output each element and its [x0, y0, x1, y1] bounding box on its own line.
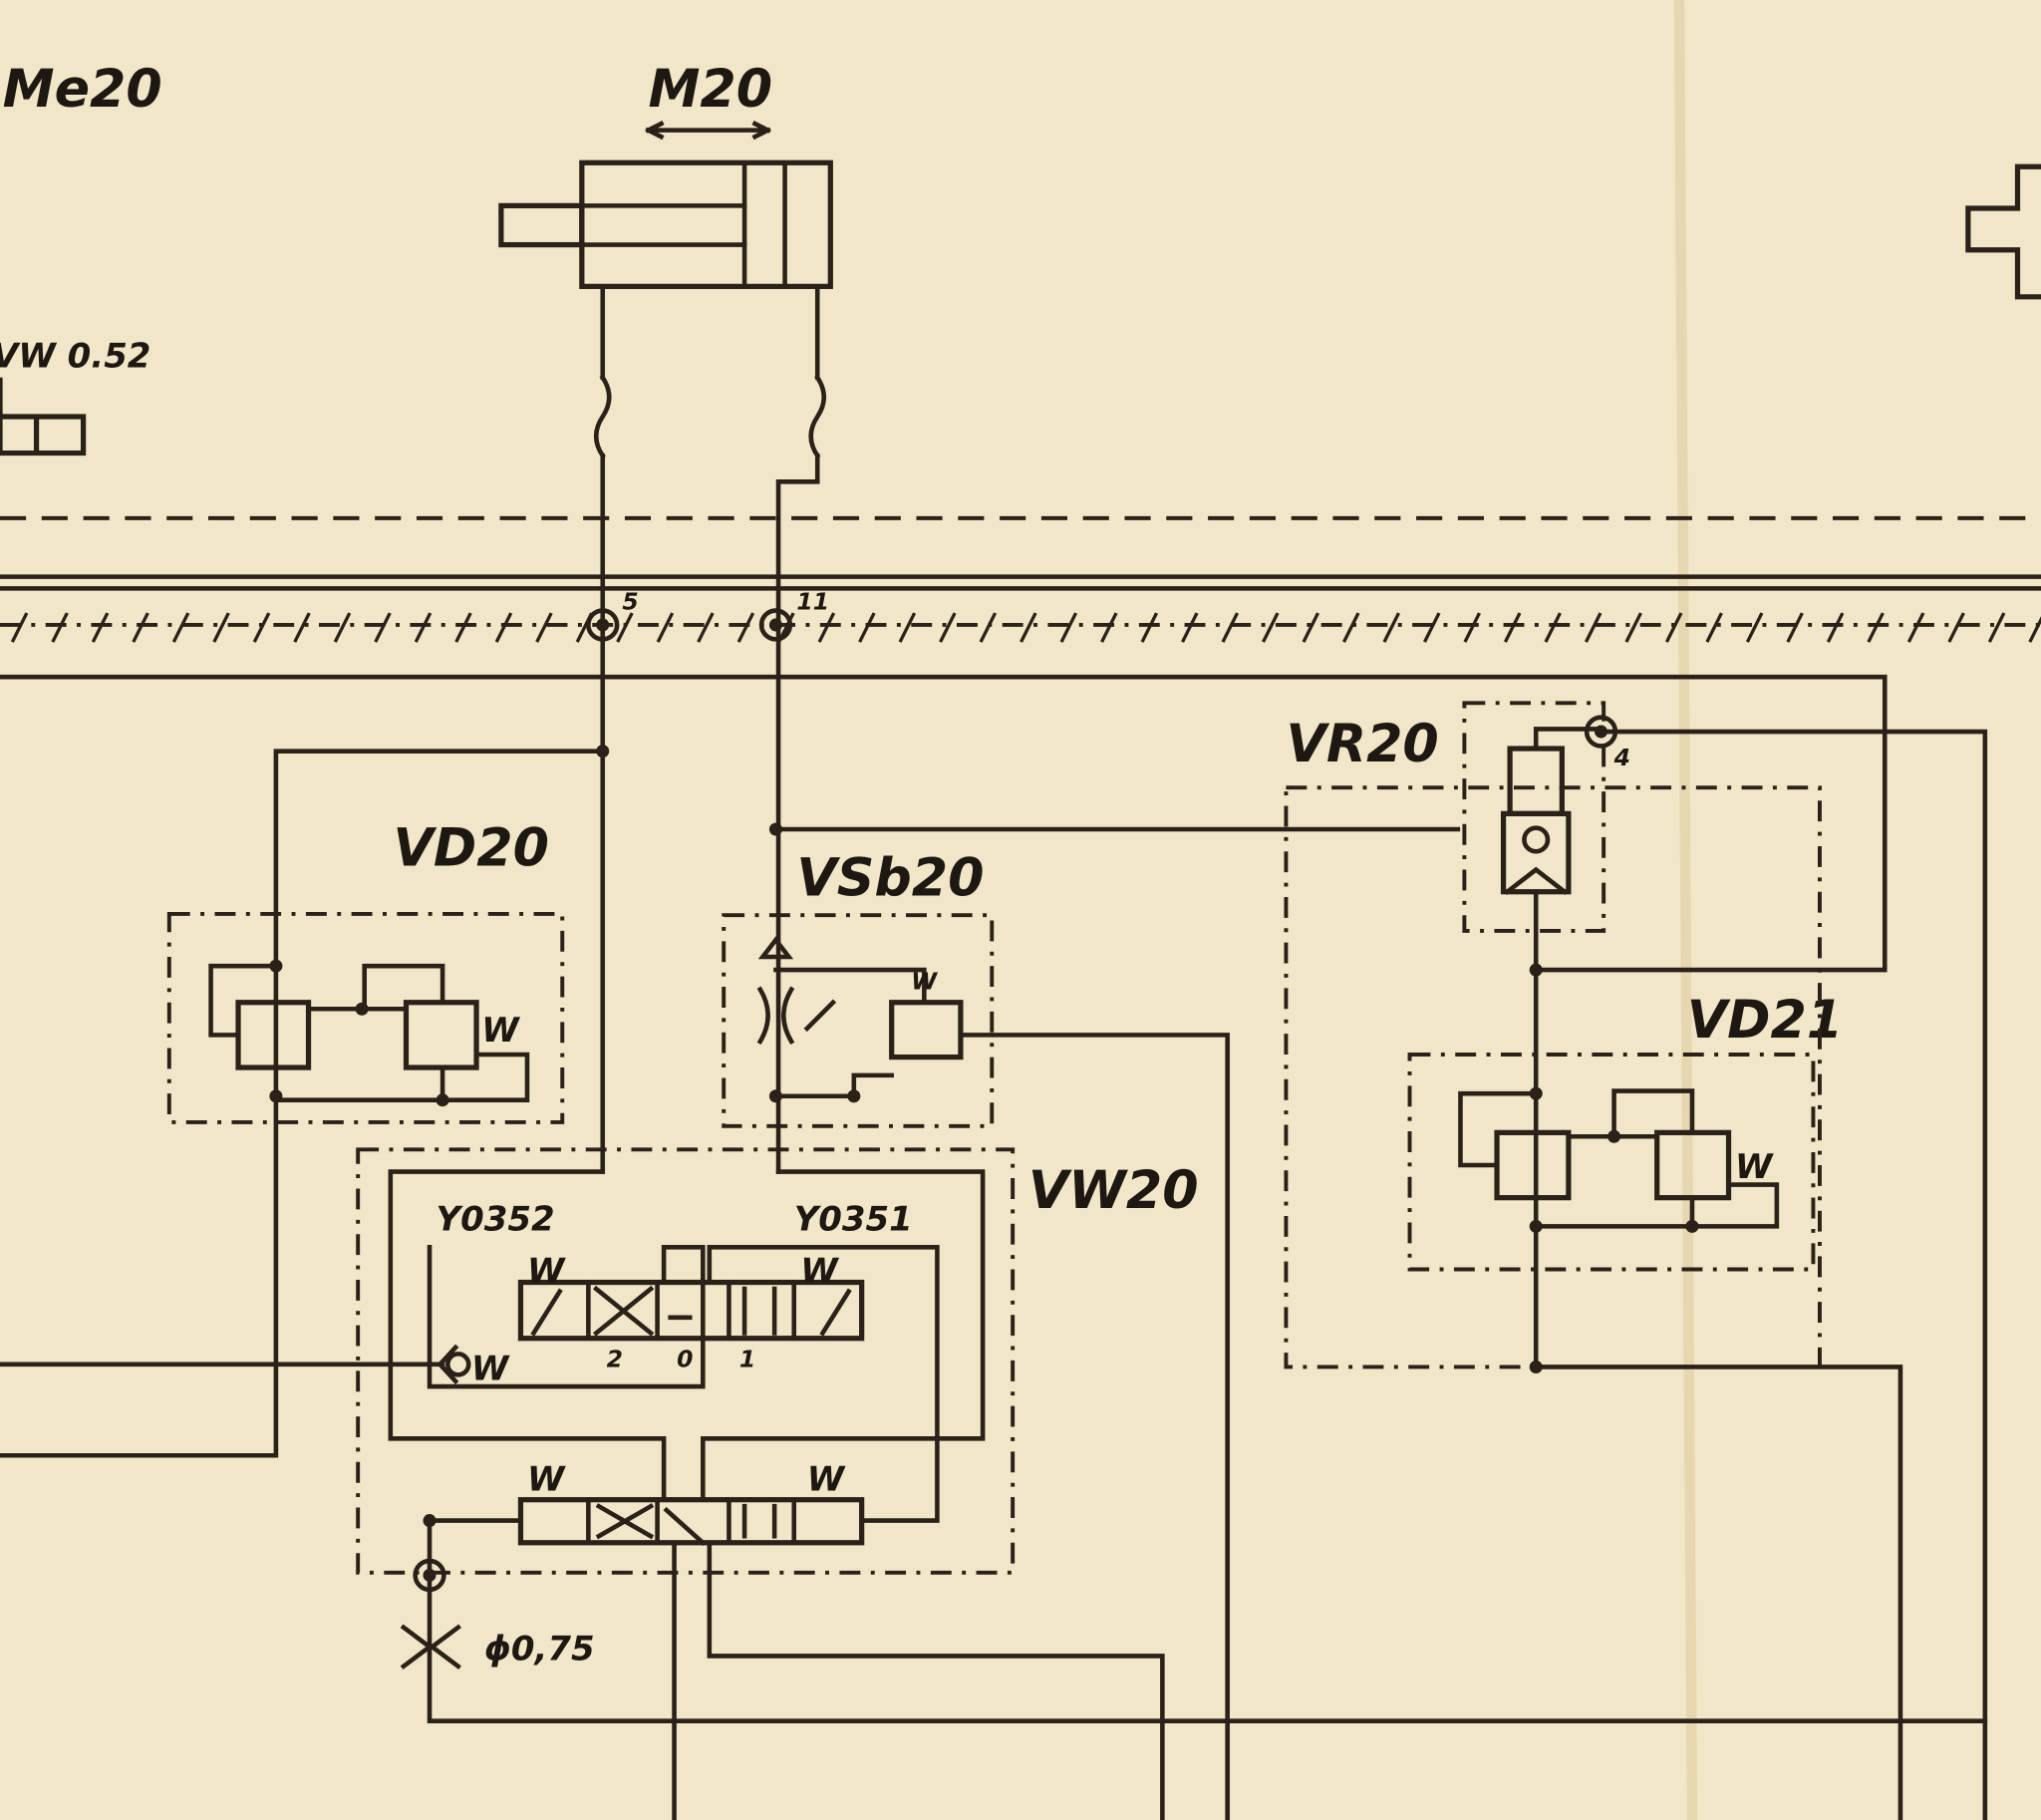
- label-vw052: VW 0.52: [0, 336, 150, 376]
- label-vd21: VD21: [1687, 991, 1843, 1051]
- pilot-valve-y0352-y0351: [517, 1279, 865, 1342]
- valve-vd20-box: [166, 911, 565, 1124]
- label-me20: Me20: [3, 60, 162, 120]
- label-port-11: 11: [796, 587, 829, 615]
- spring-icon: W: [481, 1011, 520, 1051]
- cylinder-m20: [498, 121, 833, 289]
- line-supply-return: [672, 1540, 1165, 1820]
- svg-text:W: W: [1735, 1147, 1774, 1187]
- label-port-4: 4: [1613, 744, 1630, 771]
- svg-text:W: W: [527, 1252, 566, 1292]
- label-y0352: Y0352: [437, 1199, 555, 1239]
- paper-fold: [1673, 0, 1698, 1820]
- label-vd20: VD20: [393, 819, 548, 879]
- label-orifice: ϕ0,75: [484, 1629, 595, 1668]
- mounting-hatch: [10, 612, 2041, 643]
- valve-vd21: W: [1458, 1086, 1780, 1233]
- valve-vw20: W W W W W: [0, 1169, 986, 1547]
- port-4-connector: [1584, 715, 1618, 749]
- svg-text:W: W: [807, 1460, 846, 1500]
- label-position-0: 0: [677, 1345, 693, 1372]
- valve-vsb20-box: [722, 913, 995, 1128]
- line-drain: [427, 1518, 1988, 1723]
- valve-vd21-box: [1407, 1053, 1816, 1272]
- line-top-return: [0, 674, 1888, 973]
- svg-text:W: W: [800, 1252, 839, 1292]
- label-vr20: VR20: [1286, 715, 1438, 774]
- svg-text:W: W: [527, 1460, 566, 1500]
- valve-vsb20: W: [756, 936, 1230, 1820]
- line-vd21: [1533, 889, 1903, 1820]
- label-position-1: 1: [739, 1345, 755, 1372]
- orifice-icon: [400, 1624, 461, 1670]
- line-vd20: [0, 749, 606, 1458]
- valve-vr20: [1500, 727, 1988, 1820]
- port-5-connector: [586, 608, 620, 642]
- cylinder-partial: [1965, 163, 2041, 300]
- label-vsb20: VSb20: [796, 849, 984, 909]
- label-port-5: 5: [622, 587, 638, 615]
- svg-text:W: W: [911, 968, 938, 996]
- svg-text:W: W: [471, 1350, 510, 1389]
- label-vw20: VW20: [1028, 1161, 1199, 1221]
- port-11-connector: [758, 608, 793, 642]
- label-y0351: Y0351: [794, 1199, 913, 1239]
- line-port-5: [593, 284, 612, 1174]
- label-position-2: 2: [607, 1345, 623, 1372]
- label-m20: M20: [648, 60, 772, 120]
- valve-vw20-box: [356, 1147, 1016, 1575]
- valve-vd20: W: [208, 959, 530, 1107]
- valve-vw052-partial: [0, 377, 87, 456]
